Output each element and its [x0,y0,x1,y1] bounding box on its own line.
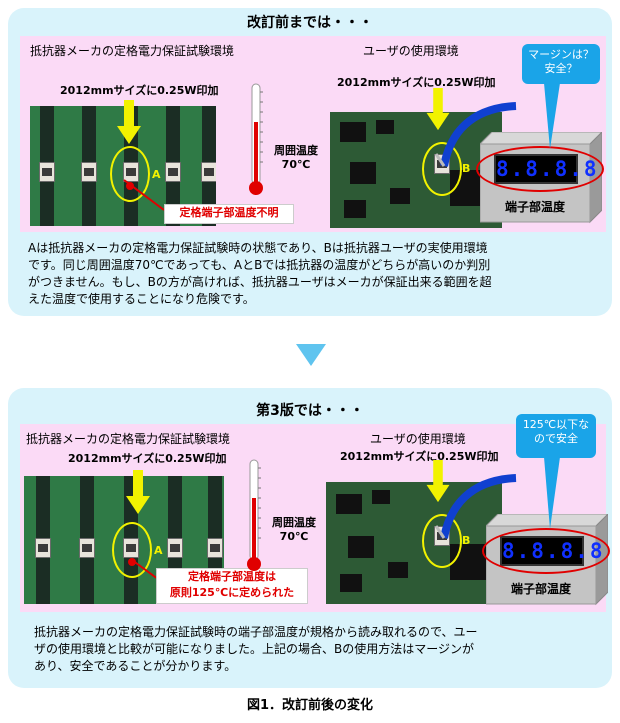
after-callout: 定格端子部温度は 原則125℃に定められた [156,568,308,604]
resistor [81,162,97,182]
thermometer-icon [249,83,263,195]
ic-chip [390,188,410,204]
description-line: あり、安全であることが分かります。 [34,659,237,673]
after-left-subtitle: 2012mmサイズに0.25W印加 [68,452,227,465]
before-callout: 定格端子部温度不明 [164,204,294,224]
resistor [39,162,55,182]
bubble-line-1: マージンは？ [528,48,594,61]
ic-chip [350,162,376,184]
before-panel: 改訂前までは・・・ 抵抗器メーカの定格電力保証試験環境 ユーザの使用環境 201… [8,8,612,316]
terminal-temp-label: 端子部温度 [510,582,571,596]
terminal-point-a [126,182,134,190]
resistor-a-highlight [110,146,150,202]
description-line: です。同じ周囲温度70℃であっても、AとBでは抵抗器の温度がどちらが高いのか判別 [28,258,491,272]
ambient-temp-value: 70℃ [281,158,311,171]
callout-line [123,179,165,211]
before-right-subtitle: 2012mmサイズに0.25W印加 [337,76,496,89]
before-title: 改訂前までは・・・ [247,15,373,31]
callout-line-2: 原則125℃に定められた [169,586,295,599]
ambient-temp-label: 周囲温度 70℃ [266,516,322,544]
after-bubble: 125℃以下な ので安全 [516,414,596,458]
ic-chip [372,490,390,504]
ic-chip [376,120,394,134]
after-description: 抵抗器メーカの定格電力保証試験時の端子部温度が規格から読み取れるので、ユー ザの… [34,624,604,675]
ic-chip [344,200,366,218]
resistor-b-highlight [422,514,462,568]
bubble-line-2: ので安全 [534,432,578,445]
before-left-title: 抵抗器メーカの定格電力保証試験環境 [30,44,235,58]
resistor [165,162,181,182]
bubble-line-2: 安全？ [544,62,578,75]
before-bubble: マージンは？ 安全？ [522,44,600,84]
ic-chip [340,574,362,592]
ambient-temp-title: 周囲温度 [272,516,316,529]
ambient-temp-title: 周囲温度 [274,144,318,157]
terminal-temp-label: 端子部温度 [504,200,565,214]
after-right-subtitle: 2012mmサイズに0.25W印加 [340,450,499,463]
ic-chip [340,122,366,142]
display-highlight [476,146,604,192]
marker-b: B [462,162,471,175]
ic-chip [388,562,408,578]
description-line: がつきません。もし、Bの方が高ければ、抵抗器ユーザはメーカが保証出来る範囲を超 [28,275,492,289]
resistor [167,538,183,558]
marker-a: A [154,544,163,557]
thermocouple-wire [434,102,517,167]
description-line: 抵抗器メーカの定格電力保証試験時の端子部温度が規格から読み取れるので、ユー [34,625,478,639]
before-description: Aは抵抗器メーカの定格電力保証試験時の状態であり、Bは抵抗器ユーザの実使用環境 … [28,240,608,308]
marker-b: B [462,534,471,547]
figure-caption: 図1．改訂前後の変化 [246,698,374,713]
description-line: Aは抵抗器メーカの定格電力保証試験時の状態であり、Bは抵抗器ユーザの実使用環境 [28,241,488,255]
description-line: ザの使用環境と比較が可能になりました。上記の場合、Bの使用方法はマージンが [34,642,474,656]
resistor [79,538,95,558]
resistor [201,162,216,182]
after-panel: 第3版では・・・ 抵抗器メーカの定格電力保証試験環境 ユーザの使用環境 2012… [8,388,612,688]
bubble-tail [544,457,560,529]
ic-chip [348,536,374,558]
ambient-temp-value: 70℃ [279,530,309,543]
down-arrow-b [426,460,450,503]
after-title: 第3版では・・・ [256,403,364,419]
down-arrow-a [117,100,141,144]
before-right-title: ユーザの使用環境 [363,44,459,58]
transition-arrow-icon [296,344,326,366]
before-user-board: B [330,112,502,228]
before-left-subtitle: 2012mmサイズに0.25W印加 [60,84,219,97]
down-arrow-a [126,470,150,514]
thermocouple-wire [434,474,517,539]
terminal-point-a [128,558,136,566]
after-left-title: 抵抗器メーカの定格電力保証試験環境 [26,432,231,446]
before-inner-area: 抵抗器メーカの定格電力保証試験環境 ユーザの使用環境 2012mmサイズに0.2… [20,36,606,232]
description-line: えた温度で使用することになり危険です。 [28,292,255,306]
thermometer-icon [247,459,261,571]
down-arrow-b [426,88,450,131]
after-right-title: ユーザの使用環境 [370,432,466,446]
after-inner-area: 抵抗器メーカの定格電力保証試験環境 ユーザの使用環境 2012mmサイズに0.2… [20,414,610,612]
resistor-a-highlight [112,522,152,578]
ambient-temp-label: 周囲温度 70℃ [268,144,324,172]
resistor-b-highlight [422,142,462,196]
resistor [207,538,223,558]
ic-chip [336,494,362,514]
bubble-tail [544,83,560,149]
bubble-line-1: 125℃以下な [522,418,590,431]
marker-a: A [152,168,161,181]
display-highlight [482,528,610,574]
resistor [35,538,51,558]
callout-line-1: 定格端子部温度は [188,570,276,583]
